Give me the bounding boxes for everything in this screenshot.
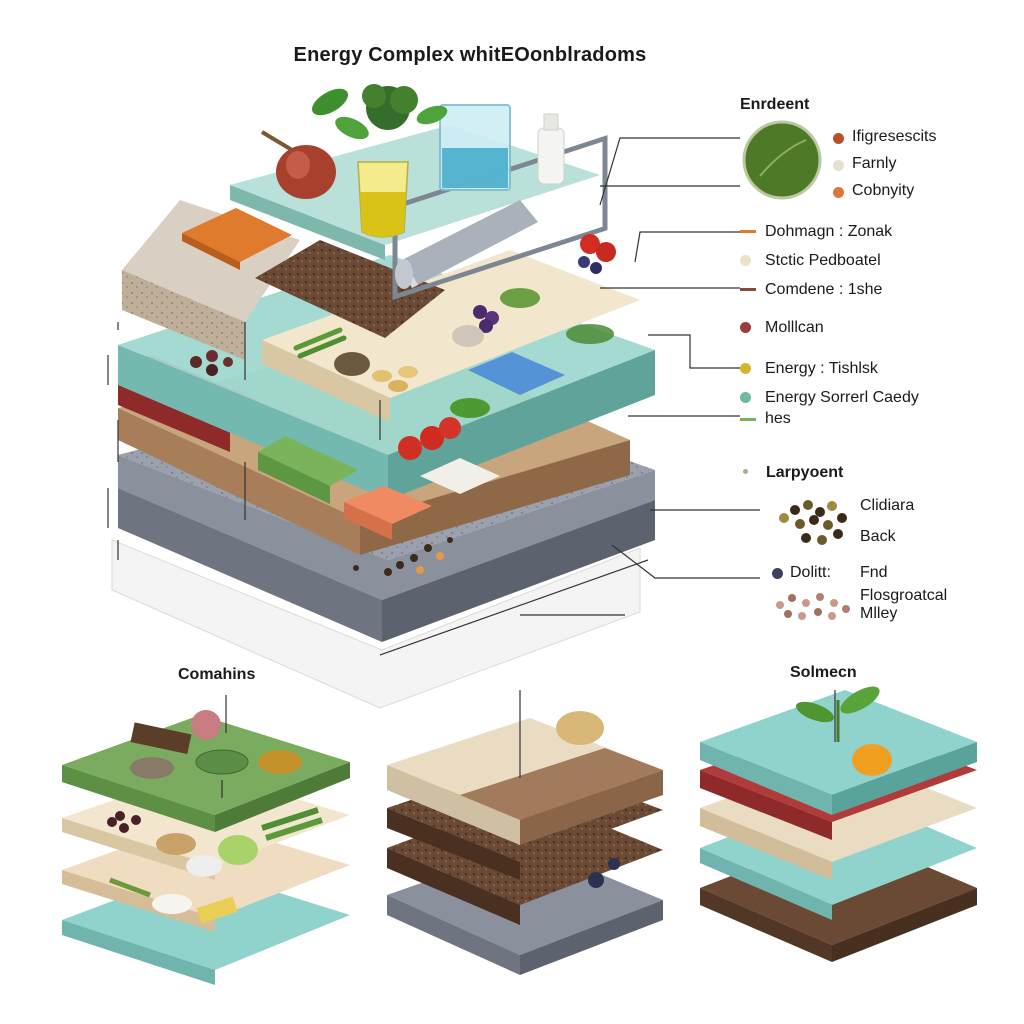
herb-powder [500,288,540,308]
onion [260,130,336,199]
slate-layer-face [118,488,382,642]
orange-tile [182,208,292,262]
legend-bottom-label-2: Back [860,528,896,545]
legend-mid-label-2: Stctic Pedboatel [765,252,881,269]
legend-mid-marker-5 [740,363,751,374]
bottom-stack-right [700,686,977,962]
grapes [473,305,499,333]
slate-layer-side [382,500,655,642]
tomatoes-lower [398,398,490,460]
legend-top-dot-1 [833,133,844,144]
metal-cylinder [395,200,538,289]
page-title: Energy Complex whitEOonblradoms [293,44,647,66]
legend-mid-label-1: Dohmagn : Zonak [765,223,893,240]
legend-leaf-swatch [742,120,822,200]
legend-mid-label-5: Energy : Tishlsk [765,360,878,377]
legend-bottom-label-1: Clidiara [860,497,915,514]
herbs [311,84,448,140]
legend-top-label-1: Ifigresescits [852,128,937,145]
legend-mid-label-6: Energy Sorrerl Caedy [765,389,919,406]
bottom-stack-middle [387,690,663,975]
legend-mid-label-4: Molllcan [765,319,824,336]
beaker-blue [439,104,511,191]
legend-top-heading: Enrdeent [740,96,810,113]
legend-mid-label-7: hes [765,410,791,427]
legend-top-dot-3 [833,187,844,198]
oil-glass [357,161,409,238]
legend-bottom-heading: Larpyoent [766,464,844,481]
milk-bottle [537,113,565,185]
salmon-block [344,486,432,524]
berries-left [190,350,233,376]
legend-mid-marker-3 [740,288,756,291]
scattered-seeds [353,537,453,576]
legend-top-label-2: Farnly [852,155,897,172]
legend-top-label-3: Cobnyity [852,182,915,199]
legend-bottom-bullet [743,469,748,474]
base-sheet [111,539,641,709]
legend-mid-marker-7 [740,418,756,421]
bottom-stack-left [62,695,350,985]
legend-bottom-label-3: Dolitt: [790,564,831,581]
legend-top-dot-2 [833,160,844,171]
tomatoes-top [578,234,616,274]
leader-lines [107,137,760,656]
legend-bottom-label-4: Flosgroatcal [860,587,948,604]
main-stack [107,84,760,709]
legend-mid-marker-2 [740,255,751,266]
legend-mid-marker-4 [740,322,751,333]
green-block [258,436,358,486]
nuts [334,325,484,392]
brown-tray [255,240,445,338]
legend-seed-cluster-2 [776,593,850,620]
legend-bottom-dot-3 [772,568,783,579]
legend-mid-label-3: Comdene : 1she [765,281,883,298]
bottom-right-label: Solmecn [790,664,857,681]
legend-bottom-label-4b: Mlley [860,605,898,622]
bottom-left-label: Comahins [178,666,256,683]
legend-seed-cluster-1 [779,500,847,545]
legend-mid-marker-6 [740,392,751,403]
legend-mid-marker-1 [740,230,756,233]
green-beans [293,327,347,359]
legend-bottom-label-3b: Fnd [860,564,888,581]
